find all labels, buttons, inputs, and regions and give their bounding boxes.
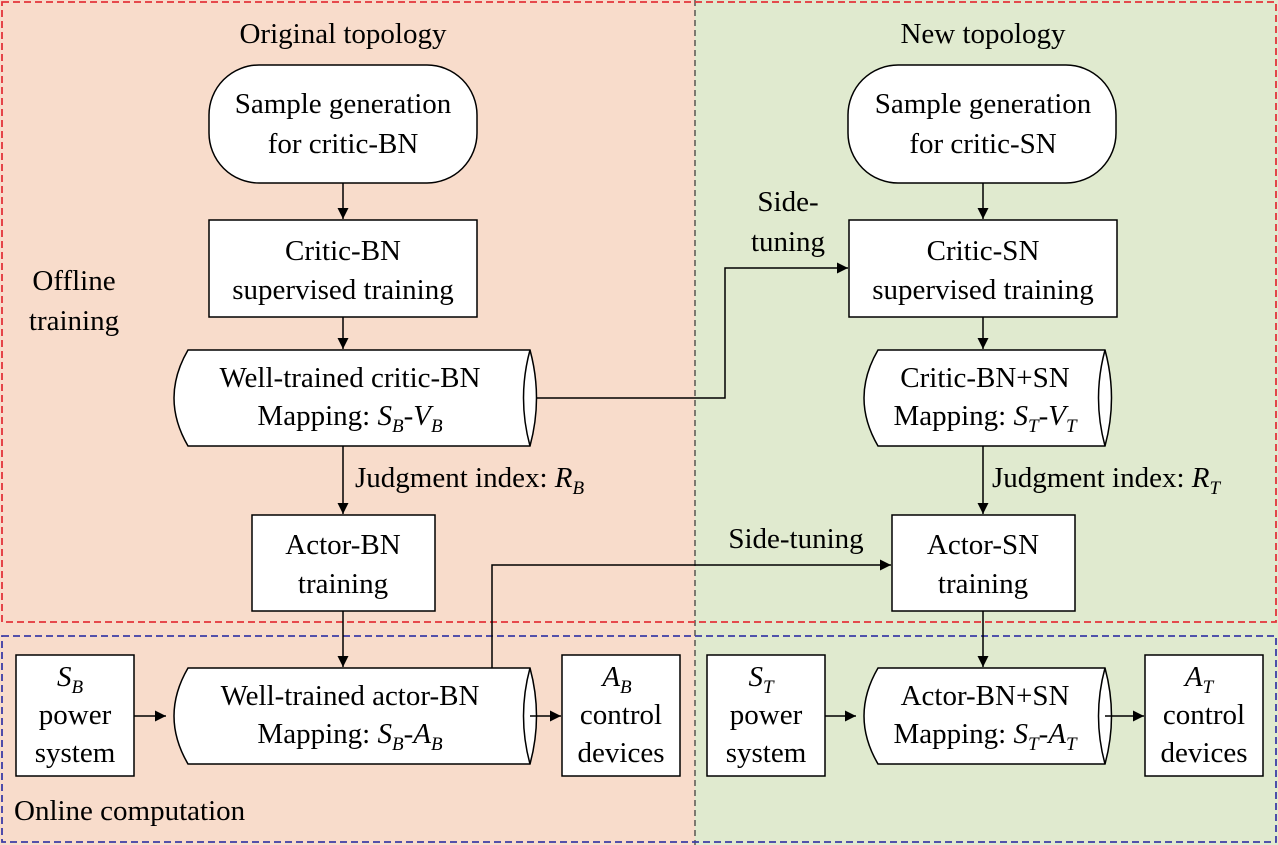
storage-curve (522, 667, 531, 765)
judgment-index-bn: Judgment index: RB (355, 462, 584, 499)
critic-bn-sn-line1: Critic-BN+SN (900, 362, 1069, 394)
actor-bn-sn-mapping: Mapping: ST-AT (893, 718, 1078, 755)
critic-bn-sn-storage (863, 349, 1113, 447)
actor-bn-training-line1: Actor-BN (285, 529, 400, 561)
offline-training-border (1, 1, 1277, 623)
well-trained-actor-bn-line1: Well-trained actor-BN (221, 680, 480, 712)
critic-bn-sn-mapping: Mapping: ST-VT (893, 400, 1078, 437)
power-system-bn-line2: power (39, 699, 112, 731)
sample-generation-bn-line1: Sample generation (235, 88, 452, 120)
power-system-bn-symbol: SB (57, 661, 84, 698)
side-tuning-actor-label: Side-tuning (728, 523, 863, 555)
storage-curve (522, 349, 531, 447)
side-tuning-critic-line1: Side- (757, 186, 818, 218)
sample-generation-bn-line2: for critic-BN (268, 128, 419, 160)
control-devices-sn-line3: devices (1161, 737, 1248, 769)
well-trained-critic-bn-storage (173, 349, 538, 447)
control-devices-sn-line2: control (1163, 699, 1245, 731)
control-devices-sn-symbol: AT (1183, 661, 1215, 698)
online-computation-label: Online computation (14, 795, 246, 827)
actor-sn-training-box (891, 514, 1076, 612)
critic-bn-training-box (208, 219, 478, 318)
actor-sn-training-line1: Actor-SN (927, 529, 1039, 561)
control-devices-bn-line2: control (580, 699, 662, 731)
judgment-index-sn: Judgment index: RT (992, 462, 1221, 499)
actor-bn-sn-line1: Actor-BN+SN (901, 680, 1070, 712)
critic-sn-training-box (848, 219, 1118, 318)
power-system-sn-box (706, 654, 826, 777)
critic-sn-training-line2: supervised training (872, 274, 1093, 306)
well-trained-critic-bn-line1: Well-trained critic-BN (220, 362, 481, 394)
new-topology-title: New topology (900, 18, 1066, 50)
original-topology-title: Original topology (239, 18, 447, 50)
side-tuning-actor-arrow (491, 559, 891, 668)
power-system-sn-line2: power (730, 699, 803, 731)
storage-curve (1097, 667, 1106, 765)
side-tuning-critic-line2: tuning (751, 226, 825, 258)
critic-bn-training-line2: supervised training (232, 274, 453, 306)
control-devices-bn-line3: devices (578, 737, 665, 769)
offline-training-label-2: training (29, 305, 119, 337)
sample-generation-sn-line1: Sample generation (875, 88, 1092, 120)
sample-generation-sn-terminator (847, 64, 1117, 184)
well-trained-actor-bn-mapping: Mapping: SB-AB (257, 718, 443, 755)
well-trained-actor-bn-storage (173, 667, 538, 765)
sample-generation-sn-line2: for critic-SN (909, 128, 1056, 160)
side-tuning-critic-arrow (537, 262, 848, 399)
actor-bn-training-box (251, 514, 436, 612)
online-computation-border (1, 635, 1277, 843)
well-trained-critic-bn-mapping: Mapping: SB-VB (257, 400, 443, 437)
actor-bn-training-line2: training (298, 568, 388, 600)
storage-curve (1097, 349, 1106, 447)
critic-sn-training-line1: Critic-SN (927, 235, 1040, 267)
control-devices-bn-box (561, 654, 681, 777)
power-system-sn-line3: system (726, 737, 807, 769)
control-devices-sn-box (1144, 654, 1264, 777)
power-system-bn-line3: system (35, 737, 116, 769)
sample-generation-bn-terminator (208, 64, 478, 184)
actor-sn-training-line2: training (938, 568, 1028, 600)
critic-bn-training-line1: Critic-BN (285, 235, 401, 267)
power-system-sn-symbol: ST (748, 661, 775, 698)
control-devices-bn-symbol: AB (600, 661, 632, 698)
actor-bn-sn-storage (863, 667, 1113, 765)
offline-training-label: Offline (32, 265, 115, 297)
